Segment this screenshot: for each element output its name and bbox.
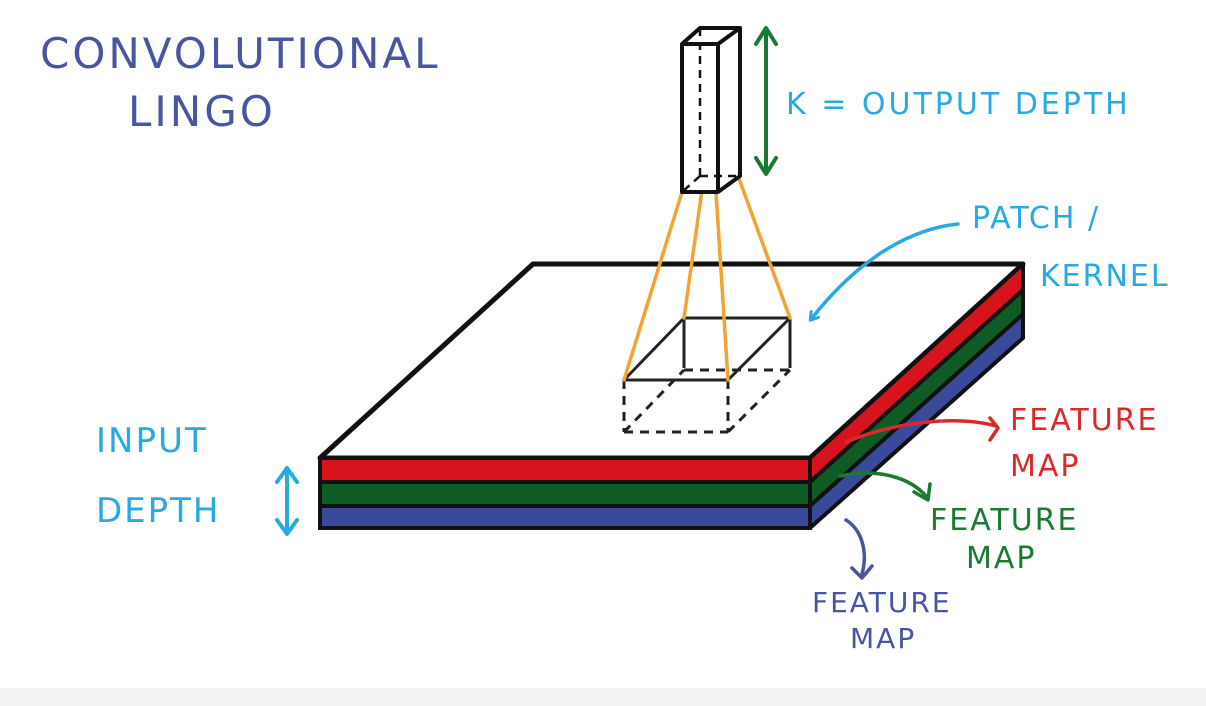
patch-arrow: [812, 222, 960, 318]
bottom-bar: [0, 688, 1206, 706]
feature-green-arrow: [838, 471, 928, 498]
input-volume: [317, 261, 1026, 530]
feature-red-label-line-1: FEATURE: [1010, 403, 1159, 438]
front-layer-blue: [318, 504, 812, 530]
feature-green-label-line-2: MAP: [966, 541, 1037, 576]
patch-label-line-2: KERNEL: [1040, 259, 1170, 294]
patch-label-line-1: PATCH /: [972, 201, 1100, 236]
feature-blue-arrow: [844, 518, 866, 576]
output-column: [680, 26, 742, 194]
title-line-2: LINGO: [128, 87, 276, 136]
feature-red-arrow: [844, 419, 998, 444]
front-layer-red: [318, 456, 812, 484]
patch-connectors: [622, 174, 792, 382]
output-depth-arrow: [754, 26, 778, 176]
input-depth-arrow: [275, 466, 299, 536]
feature-blue-label-line-1: FEATURE: [812, 586, 952, 619]
title-line-1: CONVOLUTIONAL: [40, 29, 441, 78]
front-layer-green: [318, 480, 812, 508]
feature-blue-arrowhead: [850, 564, 874, 580]
feature-blue-label-line-2: MAP: [850, 622, 916, 655]
input-depth-label-line-2: DEPTH: [96, 491, 221, 531]
feature-green-label-line-1: FEATURE: [930, 503, 1079, 538]
patch-kernel-box: [622, 316, 792, 434]
output-depth-label: K = OUTPUT DEPTH: [786, 87, 1131, 122]
feature-red-label-line-2: MAP: [1010, 449, 1081, 484]
input-depth-label-line-1: INPUT: [96, 421, 208, 461]
feature-green-arrowhead: [912, 482, 932, 502]
feature-red-arrowhead: [988, 416, 1000, 442]
